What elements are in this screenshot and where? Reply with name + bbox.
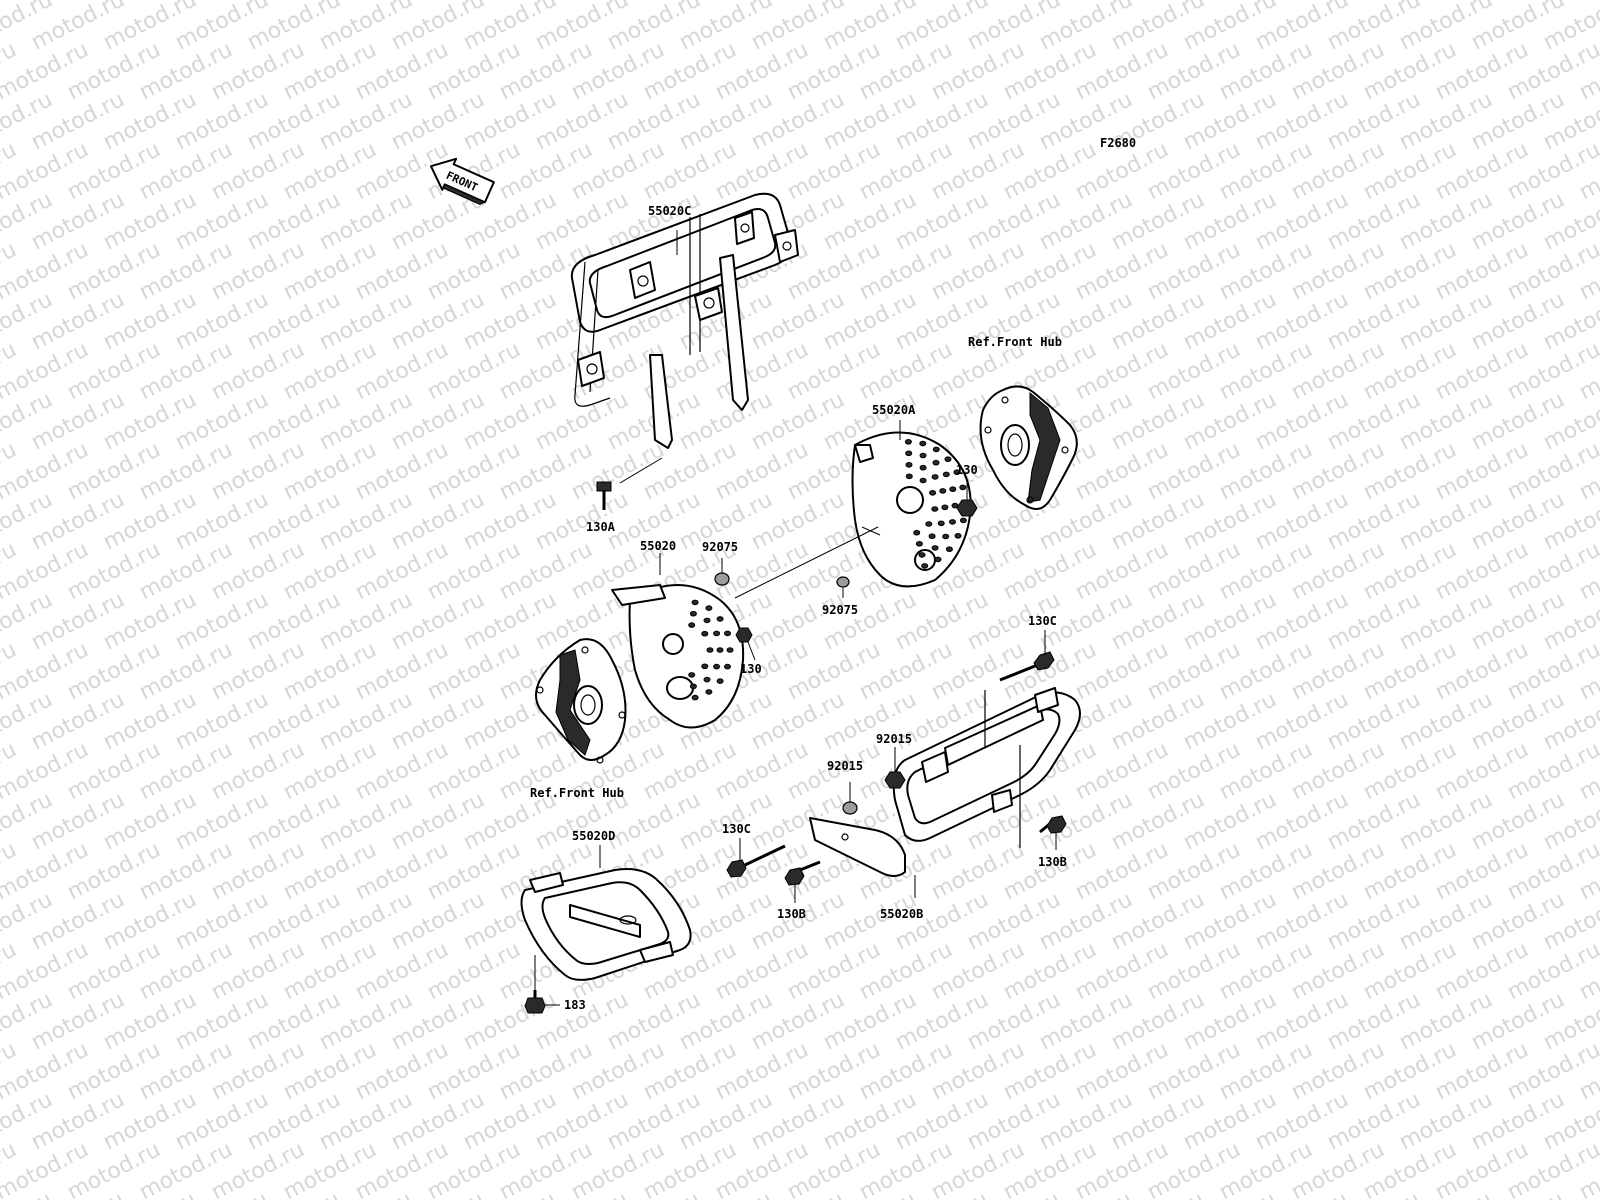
- perforation-hole: [716, 647, 724, 653]
- perforation-hole: [904, 439, 912, 445]
- bolt-130B-right-icon: [1039, 815, 1067, 850]
- bolt-130A-icon: [596, 457, 663, 510]
- label-55020A: 55020A: [872, 403, 916, 417]
- perforation-hole: [919, 464, 927, 471]
- label-130B-left: 130B: [777, 907, 806, 921]
- perforation-hole: [688, 622, 696, 628]
- perforation-hole: [925, 521, 933, 527]
- label-92015-upper: 92015: [876, 732, 912, 746]
- bolt-130B-left-icon: [784, 860, 821, 903]
- bolt-130C-top-icon: [999, 630, 1055, 682]
- perforation-hole: [932, 459, 940, 466]
- label-130-left: 130: [740, 662, 762, 676]
- ref-front-hub-lower: Ref.Front Hub: [530, 786, 624, 800]
- label-130A: 130A: [586, 520, 616, 534]
- perforation-hole: [691, 694, 699, 701]
- perforation-hole: [691, 599, 699, 606]
- perforation-hole: [905, 450, 913, 457]
- perforation-hole: [724, 663, 731, 670]
- bolt-130C-bottom-icon: [726, 838, 786, 878]
- nut-92015-upper-icon: [884, 747, 906, 789]
- perforation-hole: [941, 504, 949, 511]
- perforation-hole: [701, 663, 709, 670]
- label-55020B: 55020B: [880, 907, 923, 921]
- perforation-hole: [953, 469, 961, 476]
- washer-92015-lower-icon: [842, 782, 858, 815]
- perforation-hole: [724, 630, 731, 637]
- perforation-hole: [713, 663, 721, 670]
- label-130C-bottom: 130C: [722, 822, 751, 836]
- label-92075-right: 92075: [822, 603, 858, 617]
- perforation-hole: [949, 486, 957, 493]
- perforation-hole: [905, 473, 913, 480]
- perforation-hole: [959, 484, 967, 491]
- figure-code: F2680: [1100, 136, 1136, 150]
- guard-55020C: [570, 192, 799, 449]
- label-92075-left: 92075: [702, 540, 738, 554]
- perforation-hole: [937, 520, 945, 527]
- perforation-hole: [959, 517, 967, 524]
- label-183: 183: [564, 998, 586, 1012]
- washer-92075-left-icon: [714, 558, 730, 586]
- perforation-hole: [934, 556, 942, 563]
- label-92015-lower: 92015: [827, 759, 863, 773]
- perforation-hole: [905, 462, 913, 468]
- perforation-hole: [928, 533, 936, 540]
- label-55020C: 55020C: [648, 204, 691, 218]
- front-hub-lower-icon: [535, 638, 627, 764]
- perforation-hole: [932, 446, 940, 453]
- perforation-hole: [726, 647, 734, 653]
- washer-92075-right-icon: [836, 576, 850, 598]
- perforation-hole: [713, 630, 721, 637]
- perforation-hole: [915, 541, 923, 547]
- front-hub-upper-icon: [979, 385, 1078, 510]
- guard-55020D: [520, 868, 692, 981]
- watermark-text: motod.ru: [1575, 0, 1600, 5]
- bolt-130-right-icon: [956, 478, 978, 517]
- bolt-130-left-icon: [735, 627, 756, 661]
- label-130C-top: 130C: [1028, 614, 1057, 628]
- perforation-hole: [931, 506, 939, 512]
- perforation-hole: [949, 519, 956, 525]
- disc-guard-55020A: [851, 431, 972, 588]
- perforation-hole: [716, 678, 724, 684]
- perforation-hole: [919, 477, 927, 484]
- perforation-hole: [942, 471, 950, 478]
- perforation-hole: [705, 605, 713, 611]
- perforation-hole: [954, 533, 962, 539]
- bolt-183-icon: [524, 955, 560, 1014]
- perforation-hole: [706, 647, 714, 653]
- perforation-hole: [918, 552, 926, 558]
- perforation-hole: [689, 683, 697, 690]
- label-130B-right: 130B: [1038, 855, 1067, 869]
- perforation-hole: [701, 630, 709, 637]
- guard-55020B: [809, 687, 1081, 877]
- perforation-hole: [939, 488, 947, 494]
- perforation-hole: [716, 616, 724, 622]
- perforation-hole: [703, 617, 711, 624]
- perforation-hole: [919, 440, 927, 447]
- perforation-hole: [913, 529, 921, 536]
- perforation-hole: [703, 676, 711, 683]
- perforation-hole: [689, 610, 697, 617]
- perforation-hole: [919, 452, 927, 459]
- front-arrow-icon: FRONT: [429, 157, 495, 205]
- perforation-hole: [944, 456, 952, 463]
- label-55020: 55020: [640, 539, 676, 553]
- perforation-hole: [931, 545, 939, 551]
- label-55020D: 55020D: [572, 829, 615, 843]
- perforation-hole: [921, 563, 929, 569]
- perforation-hole: [929, 490, 937, 496]
- label-130-right: 130: [956, 463, 978, 477]
- perforation-hole: [942, 533, 950, 540]
- perforation-hole: [945, 546, 953, 553]
- perforation-hole: [931, 474, 939, 480]
- perforation-hole: [705, 689, 713, 695]
- perforation-hole: [688, 672, 696, 678]
- ref-front-hub-upper: Ref.Front Hub: [968, 335, 1062, 349]
- disc-guard-55020: [611, 584, 745, 729]
